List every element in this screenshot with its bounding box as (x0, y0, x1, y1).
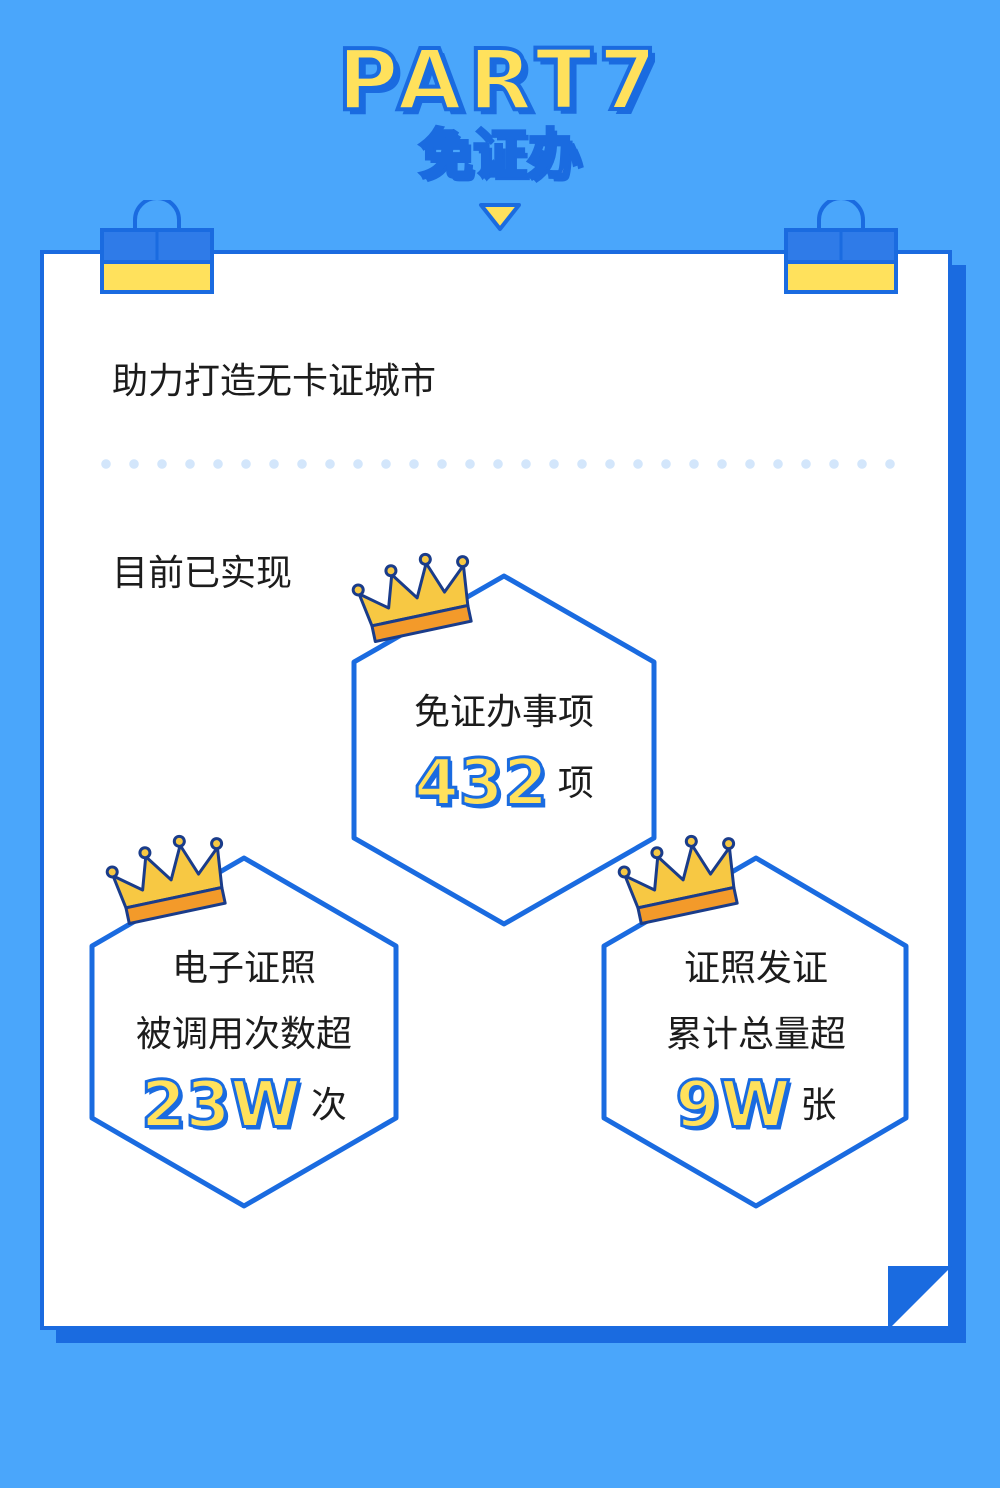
stat-unit: 次 (310, 1084, 347, 1126)
crown-icon (351, 552, 473, 644)
stat-label: 证照发证 (683, 948, 828, 989)
hexagon-frame (89, 855, 399, 1209)
stat-label: 累计总量超 (665, 1014, 846, 1055)
stat-value: 432 (413, 746, 550, 821)
stat-label: 免证办事项 (413, 692, 594, 733)
page-fold-corner (888, 1266, 952, 1330)
stat-value: 9W (674, 1068, 792, 1143)
achievements-title: 目前已实现 (112, 553, 293, 594)
intro-title: 助力打造无卡证城市 (112, 361, 437, 402)
dotted-divider (92, 459, 908, 469)
part-number: PART7 (335, 31, 663, 129)
crown-icon (617, 834, 739, 926)
down-triangle-icon (479, 203, 521, 231)
stat-value: 23W (140, 1068, 303, 1143)
binder-clip-icon (100, 200, 214, 294)
stat-unit: 项 (557, 762, 594, 804)
hexagon-frame (601, 855, 909, 1209)
crown-icon (105, 834, 227, 926)
stat-label: 电子证照 (171, 948, 316, 989)
binder-clip-icon (784, 200, 898, 294)
hexagon-frame (351, 573, 657, 927)
stat-label: 被调用次数超 (135, 1014, 352, 1055)
section-heading: 免证办 (418, 123, 583, 186)
stat-unit: 张 (800, 1084, 837, 1126)
